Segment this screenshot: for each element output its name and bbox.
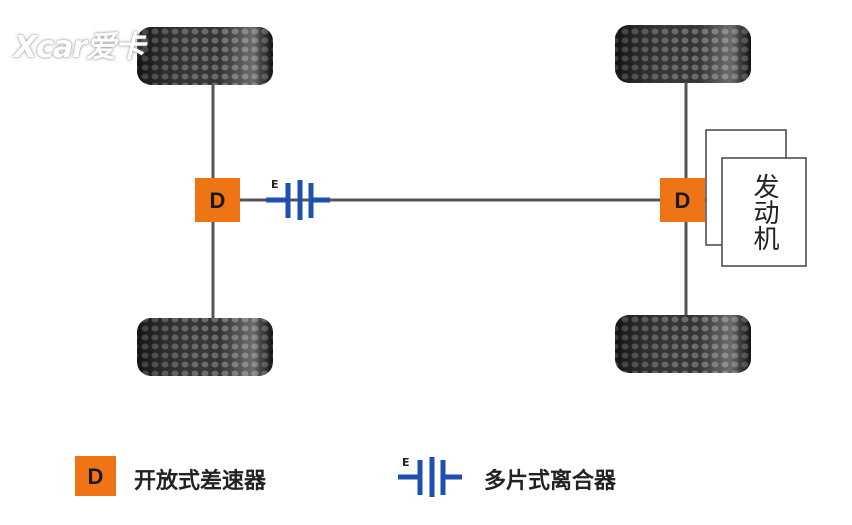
svg-text:D: D [88,464,104,489]
tire-bottom-left [137,318,273,376]
legend-differential-symbol: D [75,456,116,496]
legend-clutch-label: 多片式离合器 [484,469,617,494]
front-differential: D [195,178,240,222]
multi-plate-clutch: E [266,178,330,220]
tire-top-left [137,27,273,85]
xcar-watermark-logo: Xcar爱卡 [14,30,145,65]
tire-bottom-right [615,315,751,373]
engine-label: 发动机 [749,173,779,251]
svg-text:E: E [402,456,410,469]
legend-clutch-symbol: E [398,456,462,497]
tire-top-right [615,25,751,83]
engine-box [721,157,807,267]
svg-text:D: D [675,188,691,213]
svg-text:E: E [271,178,279,191]
svg-text:D: D [210,188,226,213]
rear-differential: D [660,178,705,222]
legend-differential-label: 开放式差速器 [134,469,267,494]
